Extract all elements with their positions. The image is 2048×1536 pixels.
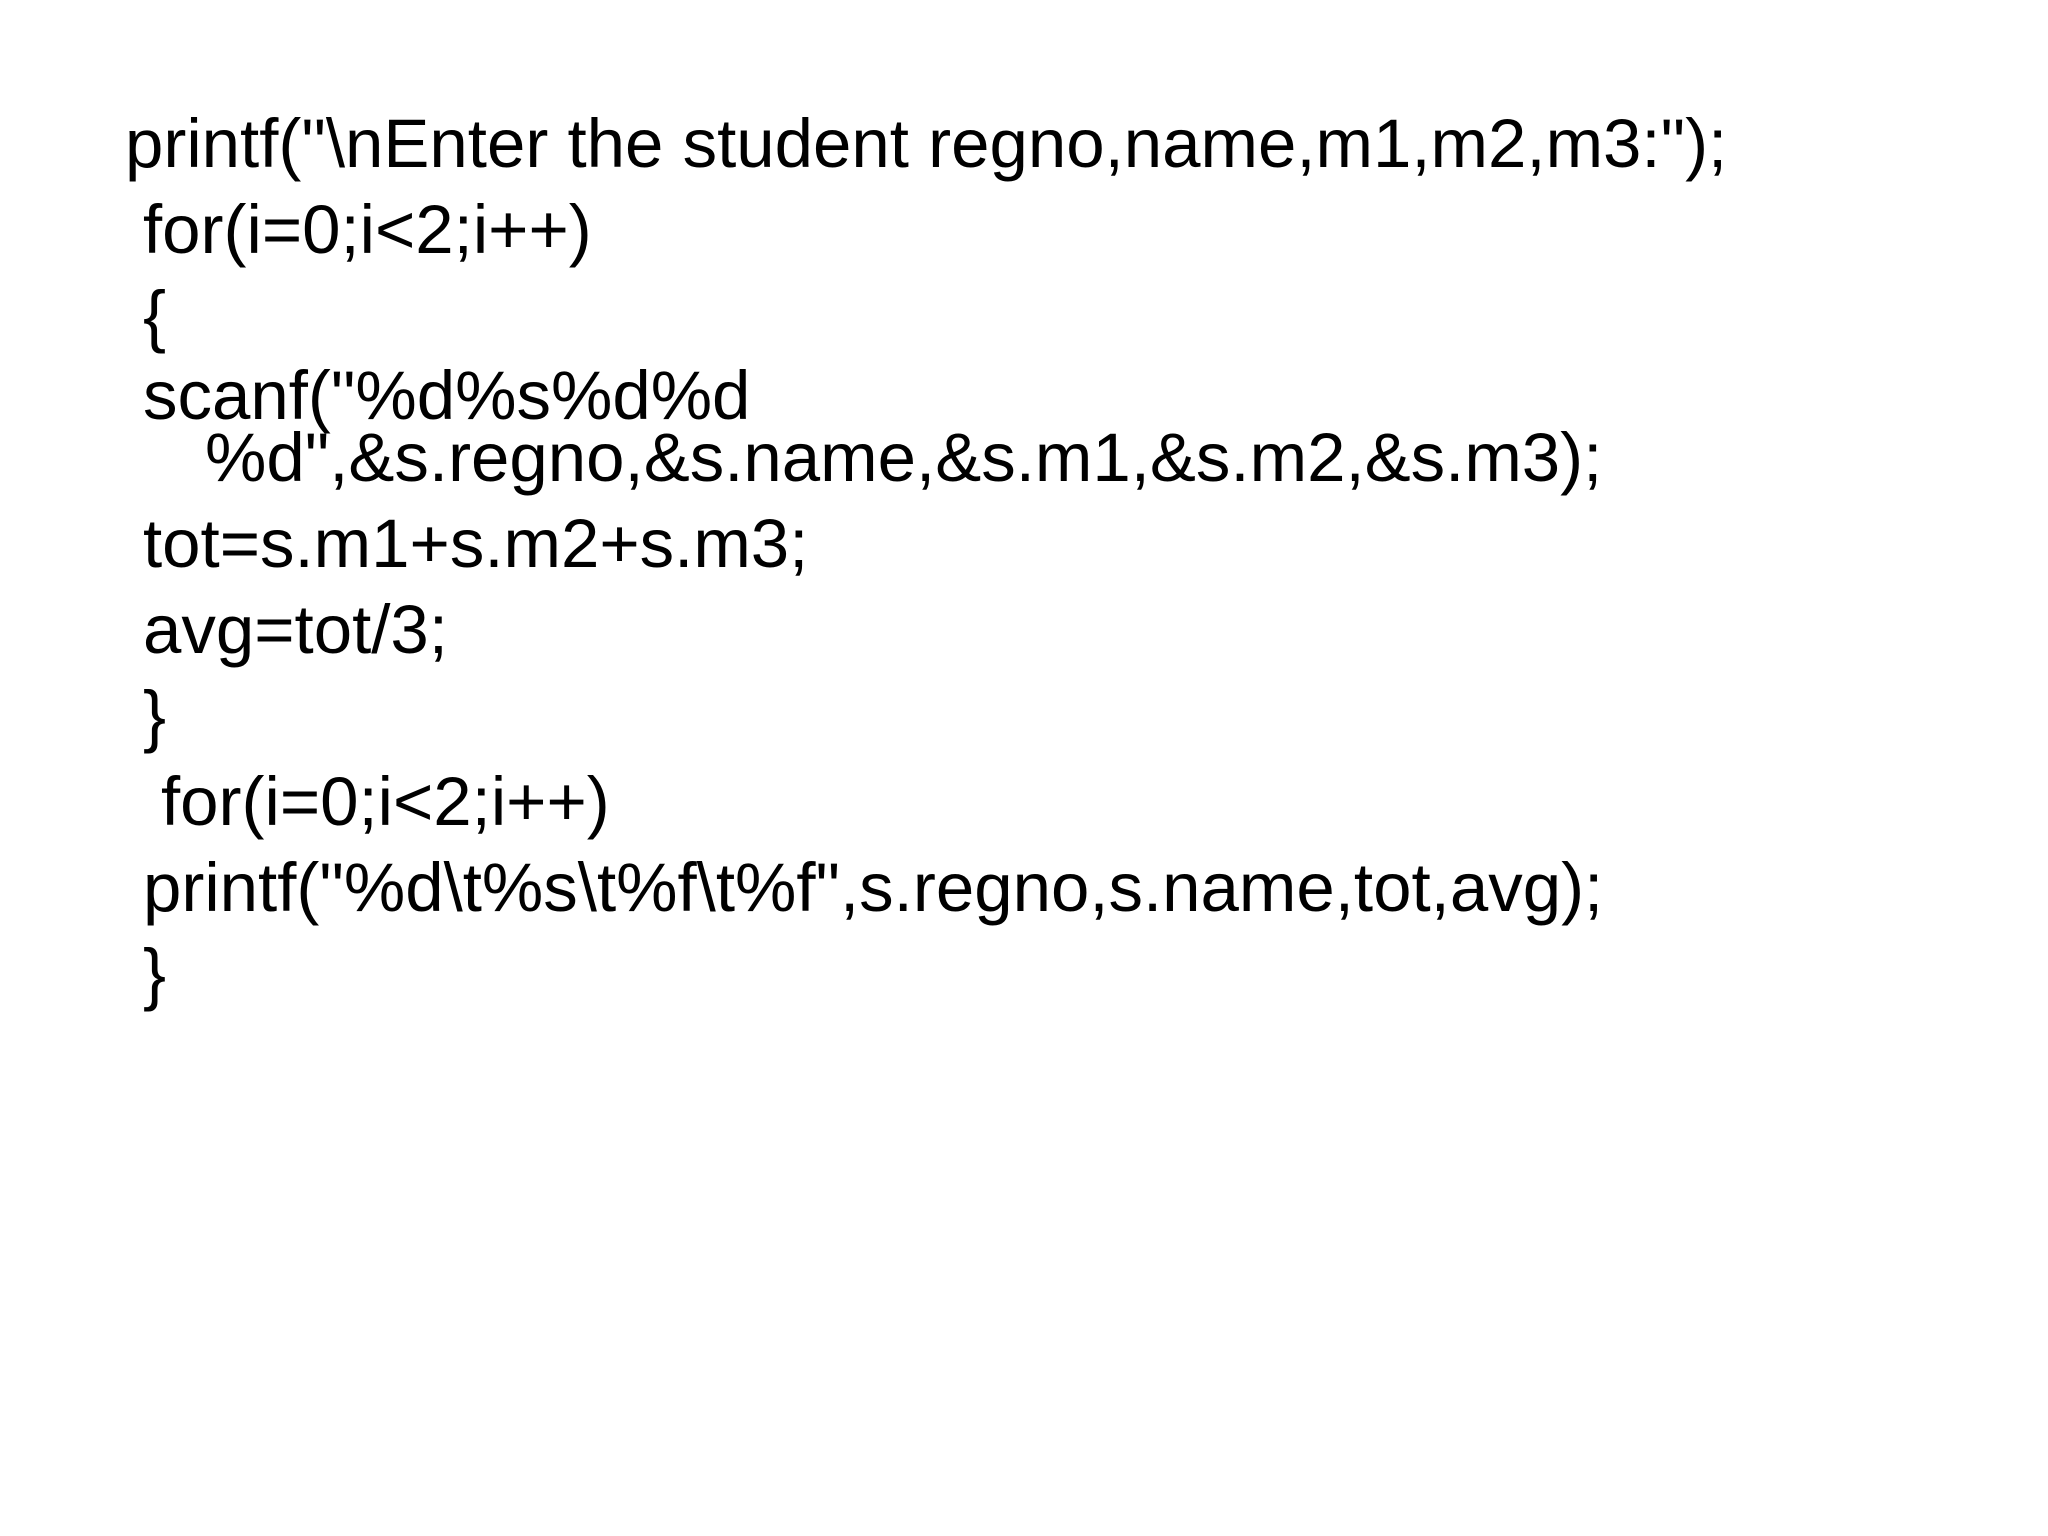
code-line: { xyxy=(143,277,167,354)
code-line: %d",&s.regno,&s.name,&s.m1,&s.m2,&s.m3); xyxy=(205,419,1603,496)
code-line: tot=s.m1+s.m2+s.m3; xyxy=(143,505,809,582)
code-line: printf("\nEnter the student regno,name,m… xyxy=(125,105,1728,182)
code-line: avg=tot/3; xyxy=(143,591,448,668)
code-line: printf("%d\t%s\t%f\t%f",s.regno,s.name,t… xyxy=(143,849,1604,926)
code-line: for(i=0;i<2;i++) xyxy=(161,763,610,840)
code-line: } xyxy=(143,677,167,754)
code-line: for(i=0;i<2;i++) xyxy=(143,191,592,268)
code-line: scanf("%d%s%d%d xyxy=(143,357,751,434)
code-line: } xyxy=(143,935,167,1012)
